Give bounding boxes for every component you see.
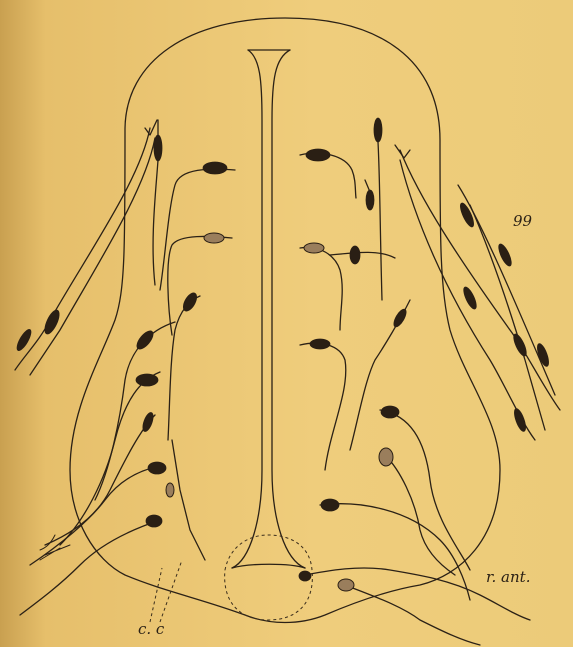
right-neurons <box>299 118 560 645</box>
root-label: r. ant. <box>486 568 530 586</box>
median-septum <box>232 50 262 568</box>
figure-number: 99 <box>513 212 532 230</box>
leader-lines <box>150 560 182 622</box>
cord-outline <box>70 18 500 623</box>
median-septum-right <box>272 50 305 568</box>
canal-label: c. c <box>138 620 164 638</box>
